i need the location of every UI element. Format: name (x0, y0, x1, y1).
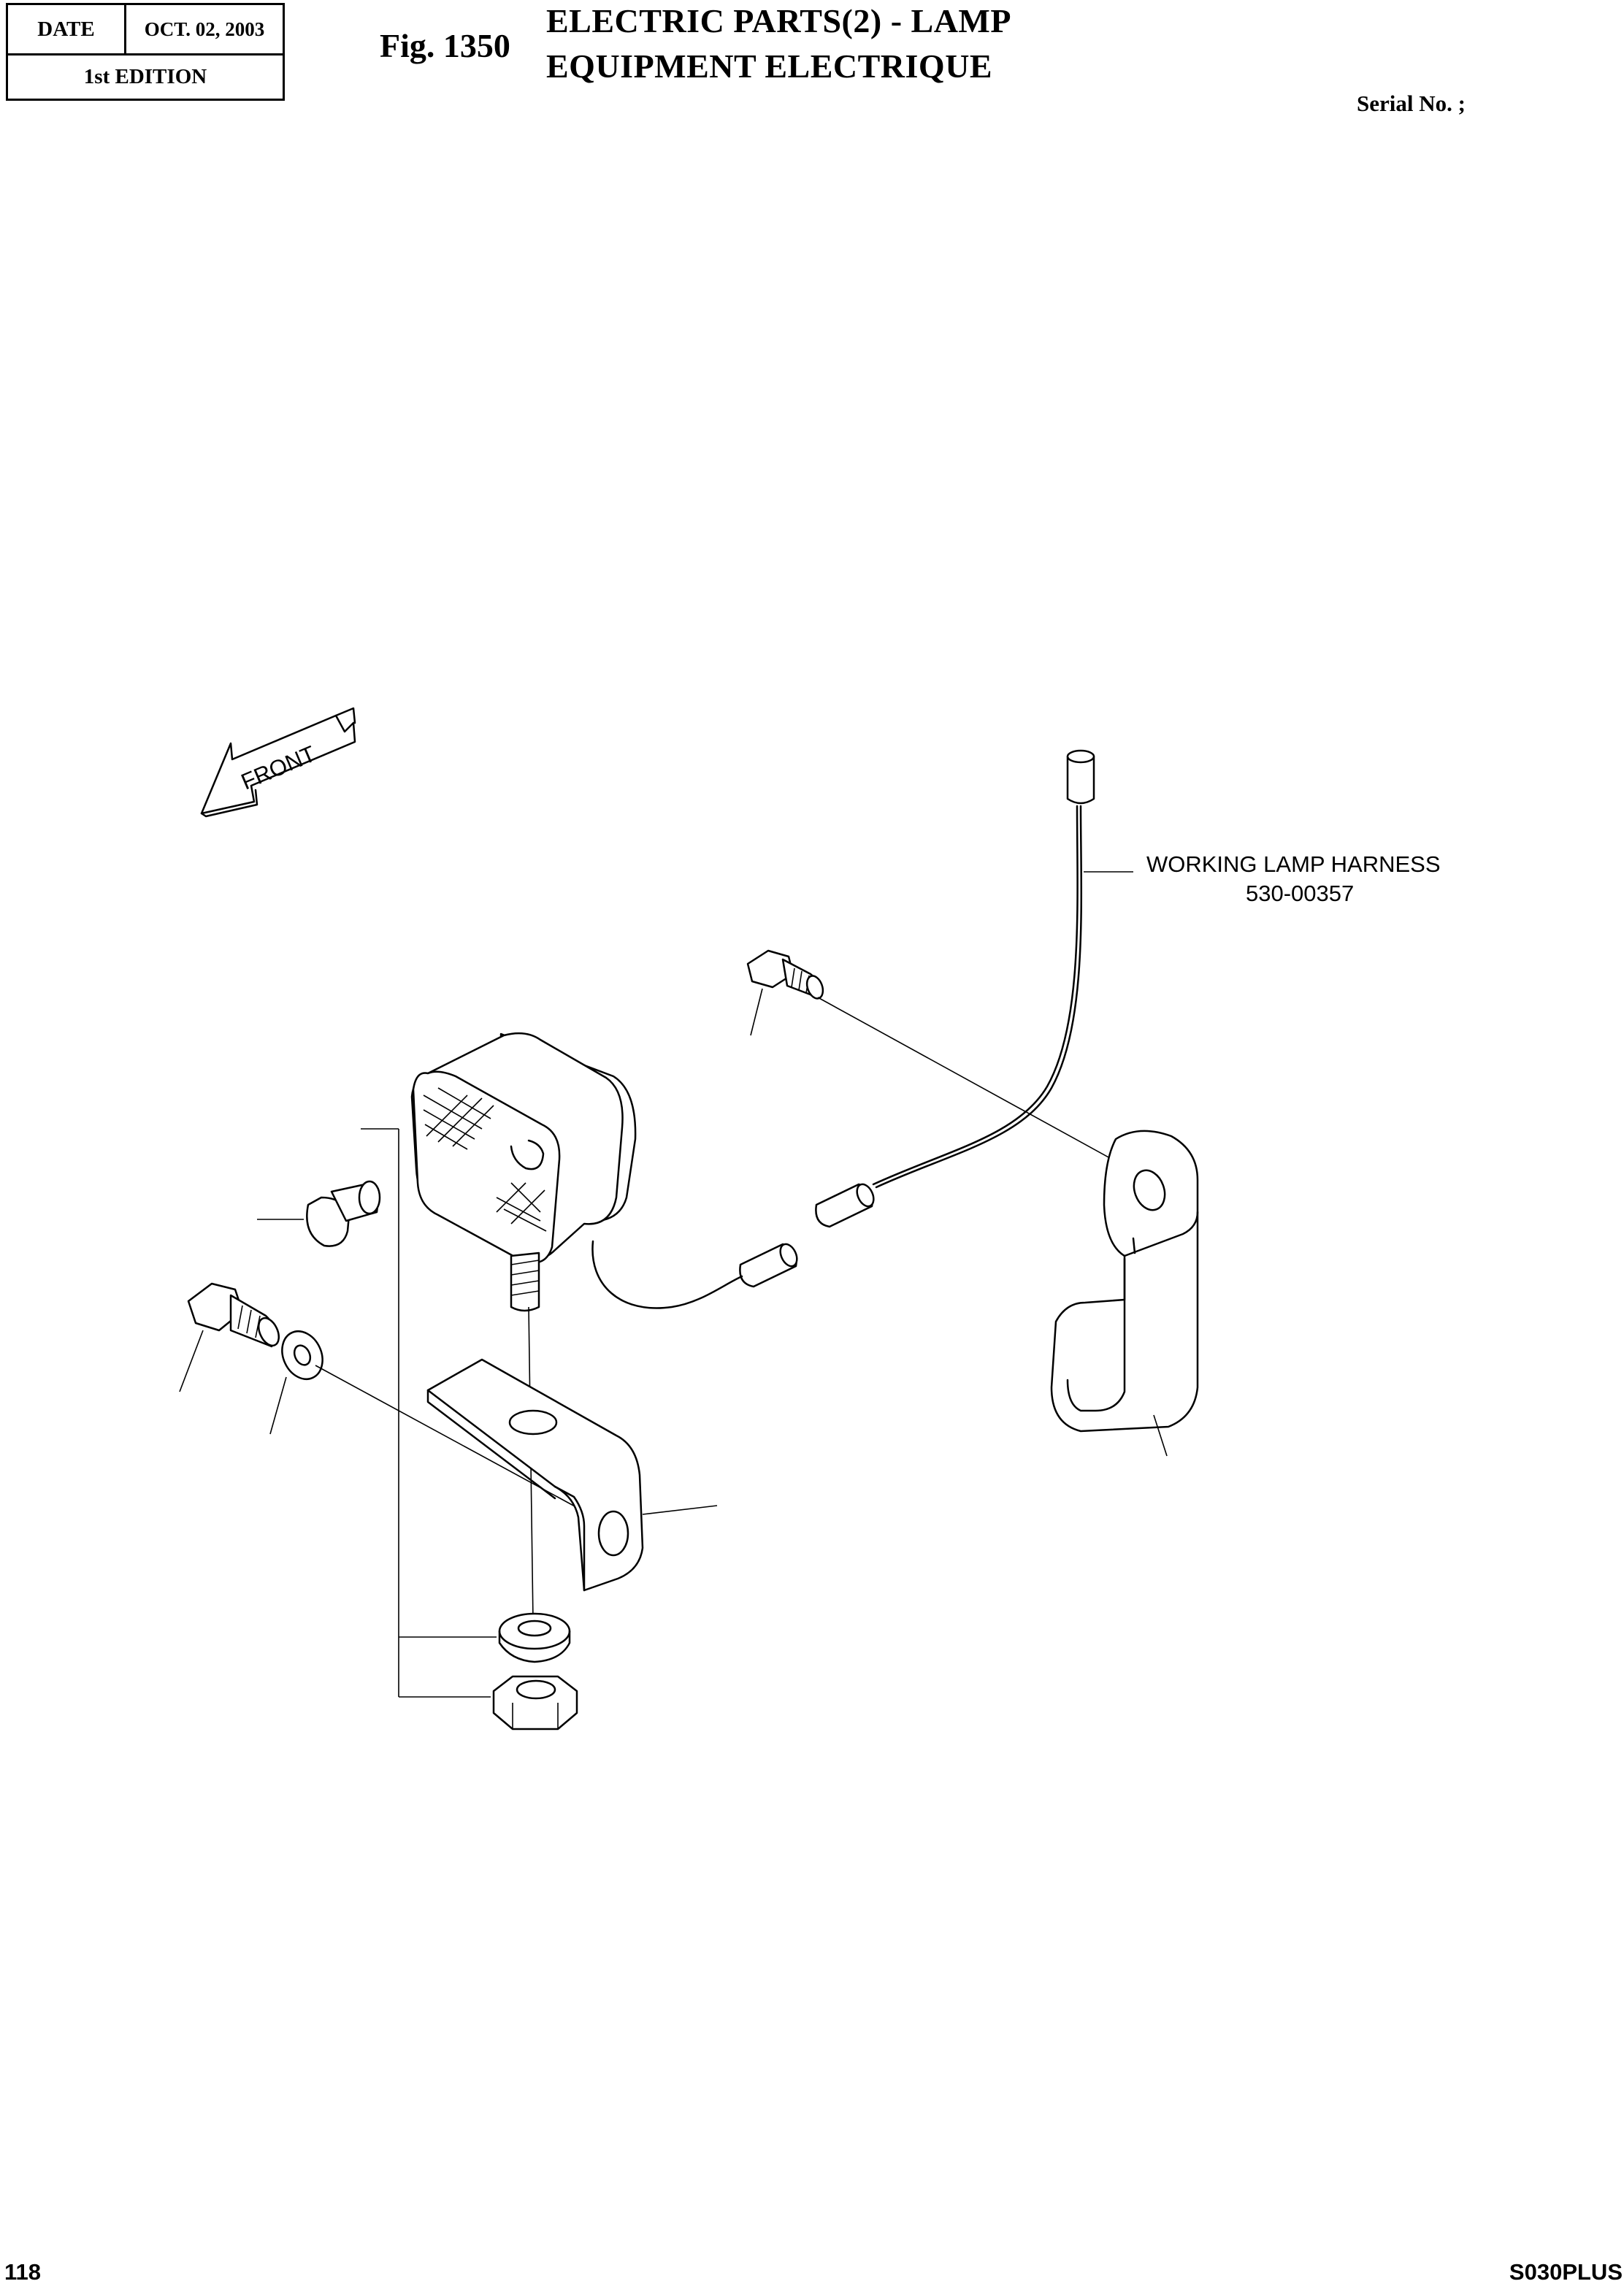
working-lamp (410, 1032, 637, 1312)
bolt-upper (746, 949, 824, 1000)
harness-label: WORKING LAMP HARNESS (1146, 851, 1441, 877)
figure-number: Fig. 1350 (380, 27, 510, 64)
page-title: ELECTRIC PARTS(2) - LAMP (546, 2, 1011, 39)
connector-right (815, 1183, 875, 1228)
serial-number-label: Serial No. ; (1357, 91, 1466, 116)
date-value: OCT. 02, 2003 (144, 18, 265, 40)
front-arrow: FRONT (200, 707, 356, 818)
flat-washer (498, 1612, 571, 1663)
date-label: DATE (8, 5, 126, 53)
p-clamp (1050, 1130, 1199, 1433)
harness-part-number: 530-00357 (1246, 881, 1354, 906)
lamp-wire (591, 1240, 743, 1309)
bolt-lower (187, 1282, 280, 1348)
model-name: S030PLUS (1509, 2259, 1623, 2285)
harness-wire (875, 805, 1083, 1189)
hex-nut (492, 1675, 578, 1731)
lamp-bulb (306, 1180, 381, 1247)
page-subtitle: EQUIPMENT ELECTRIQUE (546, 47, 993, 85)
edition-label: 1st EDITION (8, 53, 283, 99)
connector-left (739, 1243, 798, 1288)
date-edition-box: DATE OCT. 02, 2003 1st EDITION (6, 3, 285, 101)
lamp-lens-hatch (423, 1087, 547, 1232)
harness-plug (1066, 749, 1095, 805)
page-number: 118 (4, 2259, 42, 2285)
spring-washer (281, 1330, 323, 1380)
lamp-bracket (426, 1358, 644, 1592)
